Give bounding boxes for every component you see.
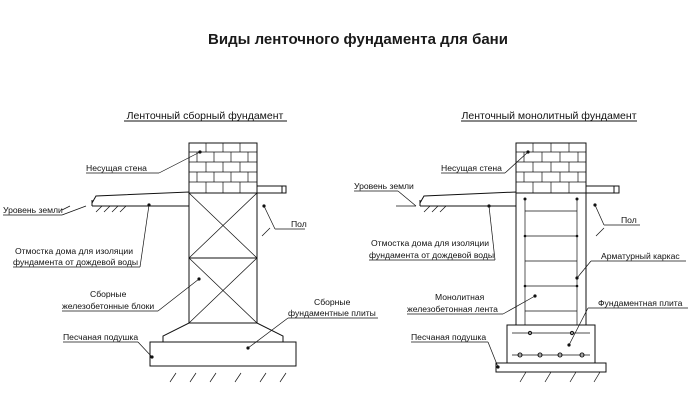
left-floor <box>257 185 287 194</box>
left-label-plates-2: фундаментные плиты <box>288 308 376 318</box>
right-ground-hatch <box>423 205 605 383</box>
left-section: Ленточный сборный фундамент <box>3 110 378 383</box>
left-label-blocks-1: Сборные <box>90 289 127 299</box>
right-foundation-plate <box>506 324 596 364</box>
right-monolithic-strip <box>515 192 587 326</box>
left-label-blocks-2: железобетонные блоки <box>62 301 154 311</box>
right-label-mono-2: железобетонная лента <box>407 304 498 314</box>
right-label-wall: Несущая стена <box>441 163 502 173</box>
right-label-plate: Фундаментная плита <box>598 298 683 308</box>
left-subtitle: Ленточный сборный фундамент <box>127 110 284 122</box>
left-label-wall: Несущая стена <box>86 163 147 173</box>
left-label-blind-area-2: фундамента от дождевой воды <box>13 257 138 267</box>
right-sand-cushion <box>495 362 607 373</box>
right-blind-area <box>419 191 517 207</box>
left-foundation-plate <box>162 322 284 343</box>
right-label-ground: Уровень земли <box>354 181 414 191</box>
right-label-mono-1: Монолитная <box>435 292 485 302</box>
left-label-blind-area-1: Отмостка дома для изоляции <box>15 246 133 256</box>
left-ground-hatch <box>95 205 287 383</box>
right-label-floor: Пол <box>621 215 637 225</box>
left-label-sand: Песчаная подушка <box>63 332 138 342</box>
right-label-sand: Песчаная подушка <box>411 332 486 342</box>
left-blind-area <box>91 191 190 207</box>
right-label-frame: Арматурный каркас <box>601 251 680 261</box>
right-rebar-cage <box>523 197 579 333</box>
left-label-plates-1: Сборные <box>314 297 351 307</box>
right-label-blind-area-1: Отмостка дома для изоляции <box>371 238 489 248</box>
left-label-ground: Уровень земли <box>3 205 63 215</box>
right-floor <box>586 185 620 194</box>
right-subtitle: Ленточный монолитный фундамент <box>461 110 636 122</box>
right-brick-wall <box>515 142 587 194</box>
right-section: Ленточный монолитный фундамент <box>354 110 688 383</box>
right-label-blind-area-2: фундамента от дождевой воды <box>369 250 494 260</box>
left-brick-wall <box>188 142 258 194</box>
diagram-title: Виды ленточного фундамента для бани <box>208 31 508 48</box>
left-concrete-blocks <box>188 192 258 324</box>
left-label-floor: Пол <box>291 219 307 229</box>
left-sand-cushion <box>149 341 297 367</box>
